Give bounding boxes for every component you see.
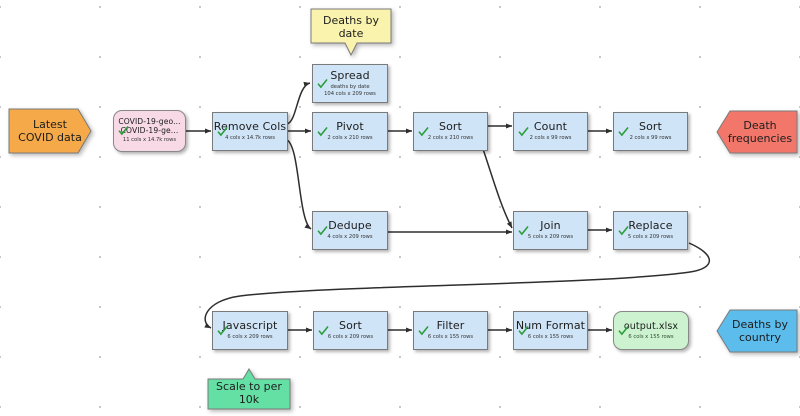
node-dedupe-title: Dedupe xyxy=(328,219,372,233)
node-javascript[interactable]: Javascript 6 cols x 209 rows xyxy=(212,311,288,350)
node-count-sub: 2 cols x 99 rows xyxy=(529,135,572,142)
node-sort-1-title: Sort xyxy=(439,120,462,134)
node-sort-1-sub: 2 cols x 210 rows xyxy=(427,135,474,142)
node-num-format-sub: 6 cols x 155 rows xyxy=(527,334,574,341)
node-join-sub: 5 cols x 209 rows xyxy=(527,234,574,241)
node-remove-cols-sub: 4 cols x 14.7k rows xyxy=(225,135,275,142)
tag-shape-up-arrow xyxy=(207,368,291,410)
node-count[interactable]: Count 2 cols x 99 rows xyxy=(513,112,588,151)
node-remove-cols-title: Remove Cols xyxy=(213,120,287,134)
node-join[interactable]: Join 5 cols x 209 rows xyxy=(513,211,588,250)
node-javascript-sub: 6 cols x 209 rows xyxy=(227,334,273,341)
node-num-format[interactable]: Num Format 6 cols x 155 rows xyxy=(513,311,588,350)
status-check-icon xyxy=(618,325,629,336)
node-filter-title: Filter xyxy=(436,319,465,333)
node-replace[interactable]: Replace 5 cols x 209 rows xyxy=(613,211,688,250)
node-sort-1[interactable]: Sort 2 cols x 210 rows xyxy=(413,112,488,151)
node-filter[interactable]: Filter 6 cols x 155 rows xyxy=(413,311,488,350)
node-replace-sub: 5 cols x 209 rows xyxy=(627,234,674,241)
status-check-icon xyxy=(318,325,329,336)
tag-shape-left-arrow xyxy=(716,110,798,154)
node-covid-file-title2: COVID-19-ge... xyxy=(120,126,179,136)
node-pivot[interactable]: Pivot 2 cols x 210 rows xyxy=(312,112,388,151)
tag-shape-down-arrow xyxy=(310,8,392,56)
node-spread-sub2: 104 cols x 209 rows xyxy=(324,90,376,97)
node-replace-title: Replace xyxy=(628,219,673,233)
status-check-icon xyxy=(518,225,529,236)
node-covid-file-title: COVID-19-geo... xyxy=(118,117,181,127)
edge-sort1-join xyxy=(480,142,513,229)
node-remove-cols[interactable]: Remove Cols 4 cols x 14.7k rows xyxy=(212,112,288,151)
tag-shape-left-arrow-2 xyxy=(716,309,798,353)
node-spread-sub: deaths by date xyxy=(330,84,370,91)
edge-removecols-spread xyxy=(286,81,311,125)
node-sort-3-sub: 6 cols x 209 rows xyxy=(327,334,374,341)
status-check-icon xyxy=(317,225,328,236)
node-javascript-title: Javascript xyxy=(222,319,278,333)
node-output-file-title: output.xlsx xyxy=(623,320,679,332)
node-covid-file[interactable]: COVID-19-geo... COVID-19-ge... 11 cols x… xyxy=(113,110,186,152)
status-check-icon xyxy=(217,126,228,137)
node-count-title: Count xyxy=(533,120,568,134)
tag-shape-right-arrow xyxy=(8,108,92,154)
node-sort-2-sub: 2 cols x 99 rows xyxy=(629,135,672,142)
node-sort-3-title: Sort xyxy=(339,319,362,333)
node-sort-2-title: Sort xyxy=(639,120,662,134)
status-check-icon xyxy=(418,126,429,137)
node-spread[interactable]: Spread deaths by date 104 cols x 209 row… xyxy=(312,64,388,103)
node-dedupe[interactable]: Dedupe 4 cols x 209 rows xyxy=(312,211,388,250)
node-join-title: Join xyxy=(540,219,561,233)
status-check-icon xyxy=(118,126,129,137)
status-check-icon xyxy=(518,126,529,137)
node-filter-sub: 6 cols x 155 rows xyxy=(427,334,474,341)
edge-removecols-dedupe xyxy=(286,139,312,230)
status-check-icon xyxy=(618,225,629,236)
node-output-file[interactable]: output.xlsx 6 cols x 155 rows xyxy=(613,311,689,350)
status-check-icon xyxy=(217,325,228,336)
node-spread-title: Spread xyxy=(330,69,370,83)
node-pivot-sub: 2 cols x 210 rows xyxy=(327,135,373,142)
node-sort-3[interactable]: Sort 6 cols x 209 rows xyxy=(313,311,388,350)
node-output-file-sub: 6 cols x 155 rows xyxy=(628,333,674,340)
node-pivot-title: Pivot xyxy=(336,120,364,134)
status-check-icon xyxy=(317,126,328,137)
status-check-icon xyxy=(618,126,629,137)
node-dedupe-sub: 4 cols x 209 rows xyxy=(327,234,373,241)
status-check-icon xyxy=(518,325,529,336)
node-covid-file-sub: 11 cols x 14.7k rows xyxy=(122,137,177,144)
node-sort-2[interactable]: Sort 2 cols x 99 rows xyxy=(613,112,688,151)
node-num-format-title: Num Format xyxy=(515,319,586,333)
status-check-icon xyxy=(418,325,429,336)
status-check-icon xyxy=(317,78,328,89)
